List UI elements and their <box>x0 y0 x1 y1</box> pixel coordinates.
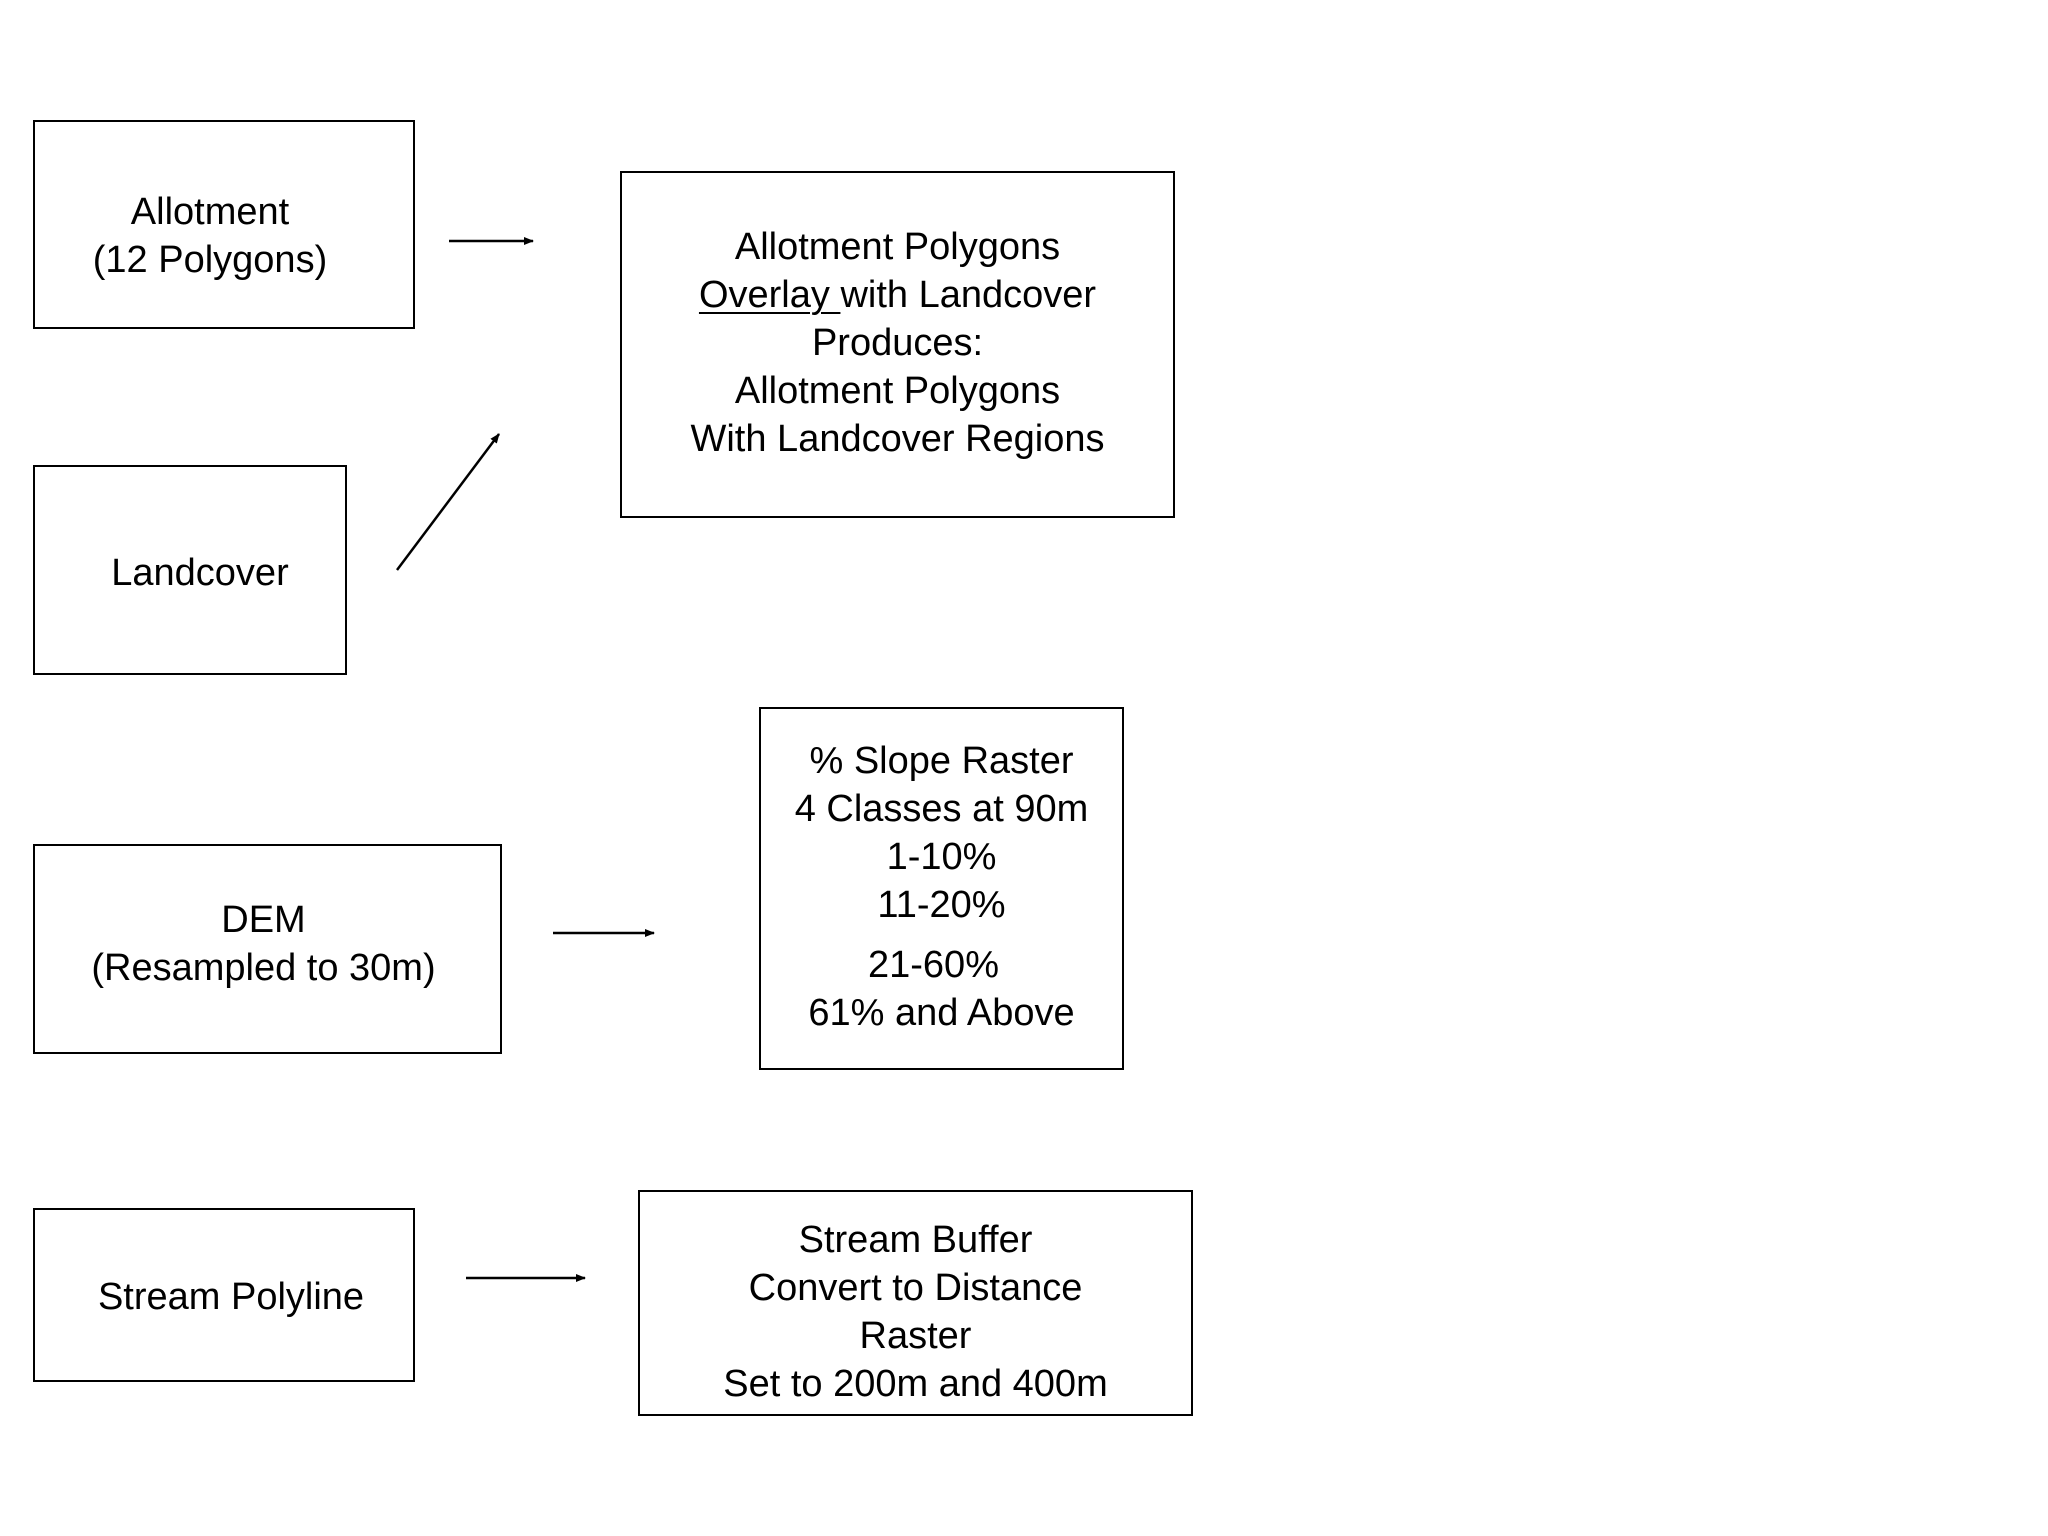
node-overlay-line-5: With Landcover Regions <box>690 418 1105 460</box>
node-dem-detail: (Resampled to 30m) <box>91 947 436 989</box>
node-buffer-line-2: Convert to Distance <box>748 1267 1083 1309</box>
node-slope-line-3: 1-10% <box>886 836 997 878</box>
node-overlay-line-3: Produces: <box>811 322 984 364</box>
node-allotment: Allotment (12 Polygons) <box>33 120 415 329</box>
node-dem: DEM (Resampled to 30m) <box>33 844 502 1054</box>
node-landcover: Landcover <box>33 465 347 675</box>
node-slope-line-2: 4 Classes at 90m <box>794 788 1089 830</box>
node-stream-buffer: Stream Buffer Convert to Distance Raster… <box>638 1190 1193 1416</box>
node-slope-line-1: % Slope Raster <box>809 740 1074 782</box>
node-overlay-underlined-word: Overlay <box>698 274 841 316</box>
node-overlay-line-4: Allotment Polygons <box>734 370 1061 412</box>
node-buffer-line-1: Stream Buffer <box>798 1219 1033 1261</box>
node-stream-polyline: Stream Polyline <box>33 1208 415 1382</box>
node-dem-title: DEM <box>221 899 306 941</box>
node-overlay-result: Allotment Polygons Overlay with Landcove… <box>620 171 1175 518</box>
node-overlay-line-2: Overlay with Landcover <box>622 271 1173 319</box>
node-slope-line-4: 11-20% <box>877 884 1006 926</box>
node-slope-line-5: 21-60% <box>868 944 999 986</box>
node-landcover-title: Landcover <box>111 552 289 594</box>
node-allotment-title: Allotment <box>130 191 290 233</box>
node-slope-line-6: 61% and Above <box>808 992 1075 1034</box>
node-buffer-line-4: Set to 200m and 400m <box>723 1363 1108 1405</box>
node-allotment-detail: (12 Polygons) <box>92 239 328 281</box>
node-buffer-line-3: Raster <box>859 1315 972 1357</box>
node-stream-title: Stream Polyline <box>97 1276 365 1318</box>
node-slope-raster: % Slope Raster 4 Classes at 90m 1-10% 11… <box>759 707 1124 1070</box>
arrow-landcover-to-overlay <box>396 433 500 571</box>
node-overlay-line-1: Allotment Polygons <box>734 226 1061 268</box>
node-overlay-line-2-rest: with Landcover <box>840 274 1097 316</box>
